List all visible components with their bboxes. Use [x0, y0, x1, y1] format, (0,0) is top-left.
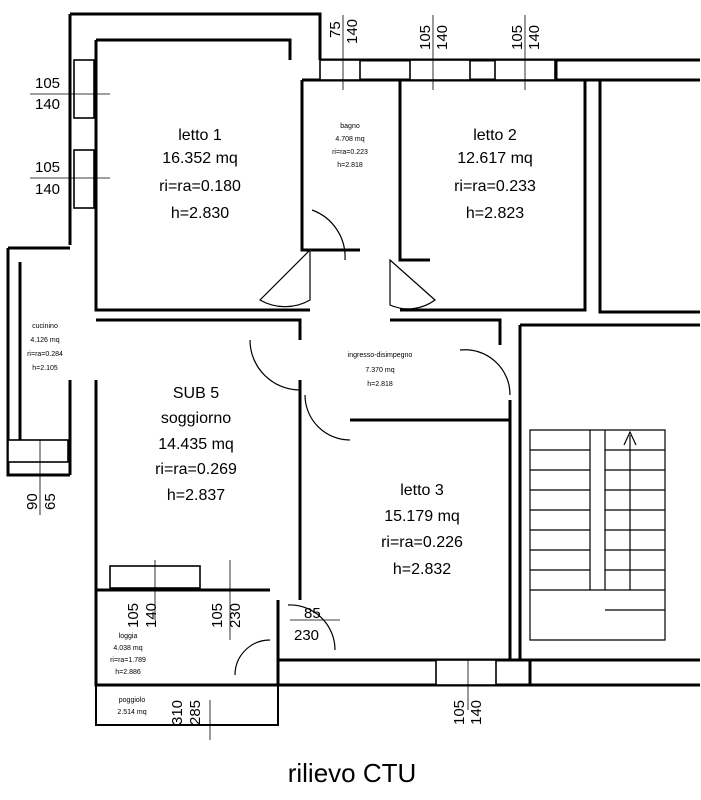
soggiorno-ratio: ri=ra=0.269	[155, 461, 237, 478]
window-letto2-left	[409, 59, 471, 81]
loggia-ratio: ri=ra=1.789	[110, 657, 146, 664]
bagno-height: h=2.818	[337, 162, 363, 169]
letto2-height: h=2.823	[466, 205, 524, 222]
window-letto3	[435, 659, 497, 686]
room-bagno: bagno 4.708 mq ri=ra=0.223 h=2.818	[332, 123, 368, 169]
room-loggia: loggia 4.038 mq ri=ra=1.789 h=2.886	[110, 633, 146, 676]
ingresso-height: h=2.818	[367, 381, 393, 388]
dim-door-b: 230	[294, 627, 319, 644]
dimension-loggia-right: 105 230	[209, 603, 244, 628]
letto1-name: letto 1	[178, 127, 222, 144]
dim-poggiolo-b: 285	[187, 700, 204, 725]
dim-letto3-b: 140	[468, 700, 485, 725]
bagno-ratio: ri=ra=0.223	[332, 149, 368, 156]
dimension-top-bagno: 105 140	[417, 25, 451, 50]
dimension-letto3-bottom: 105 140	[451, 700, 485, 725]
loggia-height: h=2.886	[115, 669, 141, 676]
soggiorno-height: h=2.837	[167, 487, 225, 504]
bagno-name: bagno	[340, 123, 360, 130]
room-cucinino: cucinino 4.126 mq ri=ra=0.284 h=2.105	[27, 323, 63, 372]
dim-top-75-a: 75	[327, 21, 344, 38]
room-letto1: letto 1 16.352 mq ri=ra=0.180 h=2.830	[159, 127, 241, 222]
room-poggiolo: poggiolo 2.514 mq	[117, 697, 146, 716]
room-ingresso: ingresso-disimpegno 7.370 mq h=2.818	[348, 352, 413, 388]
letto2-ratio: ri=ra=0.233	[454, 178, 536, 195]
door-loggia-swing	[234, 639, 271, 676]
room-soggiorno: SUB 5 soggiorno 14.435 mq ri=ra=0.269 h=…	[155, 385, 237, 504]
loggia-area: 4.038 mq	[113, 645, 142, 652]
letto3-height: h=2.832	[393, 561, 451, 578]
letto2-area: 12.617 mq	[457, 150, 533, 167]
plan-title: rilievo CTU	[288, 758, 417, 788]
dim-loggia-left-a: 105	[125, 603, 142, 628]
dimension-lines	[30, 15, 526, 740]
window-letto1-upper	[73, 59, 95, 119]
dimension-top-75: 75 140	[327, 19, 361, 44]
door-ingresso-swing	[459, 349, 511, 396]
dimension-loggia-left: 105 140	[125, 603, 160, 628]
loggia-name: loggia	[119, 633, 138, 640]
cucinino-name: cucinino	[32, 323, 58, 330]
room-letto2: letto 2 12.617 mq ri=ra=0.233 h=2.823	[454, 127, 536, 222]
letto3-name: letto 3	[400, 482, 444, 499]
letto1-ratio: ri=ra=0.180	[159, 178, 241, 195]
window-bagno	[319, 59, 361, 81]
dim-door-a: 85	[304, 605, 321, 622]
room-letto3: letto 3 15.179 mq ri=ra=0.226 h=2.832	[381, 482, 463, 578]
soggiorno-area: 14.435 mq	[158, 436, 234, 453]
dim-left-mid-a: 105	[35, 159, 60, 176]
letto3-ratio: ri=ra=0.226	[381, 534, 463, 551]
letto3-area: 15.179 mq	[384, 508, 460, 525]
door-soggiorno-swing	[249, 339, 301, 391]
cucinino-area: 4.126 mq	[30, 337, 59, 344]
dim-top-bagno-a: 105	[417, 25, 434, 50]
dim-loggia-right-b: 230	[227, 603, 244, 628]
letto1-area: 16.352 mq	[162, 150, 238, 167]
walls	[6, 12, 700, 726]
door-bagno-swing	[311, 209, 346, 261]
dim-left-top-a: 105	[35, 75, 60, 92]
dim-kitchen-b: 65	[42, 493, 59, 510]
dimension-left-mid: 105 140	[35, 159, 60, 198]
dimension-door-85: 85 230	[294, 605, 321, 644]
dim-top-letto2-a: 105	[509, 25, 526, 50]
window-cucinino	[7, 439, 69, 463]
cucinino-height: h=2.105	[32, 365, 58, 372]
door-letto1	[259, 248, 311, 308]
dim-letto3-a: 105	[451, 700, 468, 725]
door-letto3-swing	[304, 394, 351, 441]
dimension-top-letto2: 105 140	[509, 25, 543, 50]
stairs	[529, 429, 666, 641]
dim-poggiolo-a: 310	[169, 700, 186, 725]
dimension-left-top: 105 140	[35, 75, 60, 113]
dimension-kitchen-low: 90 65	[24, 493, 59, 510]
soggiorno-sub: SUB 5	[173, 385, 219, 402]
dim-left-top-b: 140	[35, 96, 60, 113]
dim-top-letto2-b: 140	[526, 25, 543, 50]
soggiorno-name: soggiorno	[161, 410, 231, 427]
windows	[7, 59, 556, 686]
letto2-name: letto 2	[473, 127, 517, 144]
ingresso-name: ingresso-disimpegno	[348, 352, 413, 359]
cucinino-ratio: ri=ra=0.284	[27, 351, 63, 358]
dim-top-bagno-b: 140	[434, 25, 451, 50]
poggiolo-name: poggiolo	[119, 697, 146, 704]
window-letto1-lower	[73, 149, 95, 209]
bagno-area: 4.708 mq	[335, 136, 364, 143]
dim-loggia-left-b: 140	[143, 603, 160, 628]
poggiolo-area: 2.514 mq	[117, 709, 146, 716]
dim-top-75-b: 140	[344, 19, 361, 44]
dimension-poggiolo: 310 285	[169, 700, 204, 725]
dim-kitchen-a: 90	[24, 493, 41, 510]
door-letto2	[389, 258, 436, 310]
door-letto3-bottom-swing	[287, 604, 336, 651]
dim-left-mid-b: 140	[35, 181, 60, 198]
letto1-height: h=2.830	[171, 205, 229, 222]
dim-loggia-right-a: 105	[209, 603, 226, 628]
ingresso-area: 7.370 mq	[365, 367, 394, 374]
doors	[234, 209, 511, 676]
